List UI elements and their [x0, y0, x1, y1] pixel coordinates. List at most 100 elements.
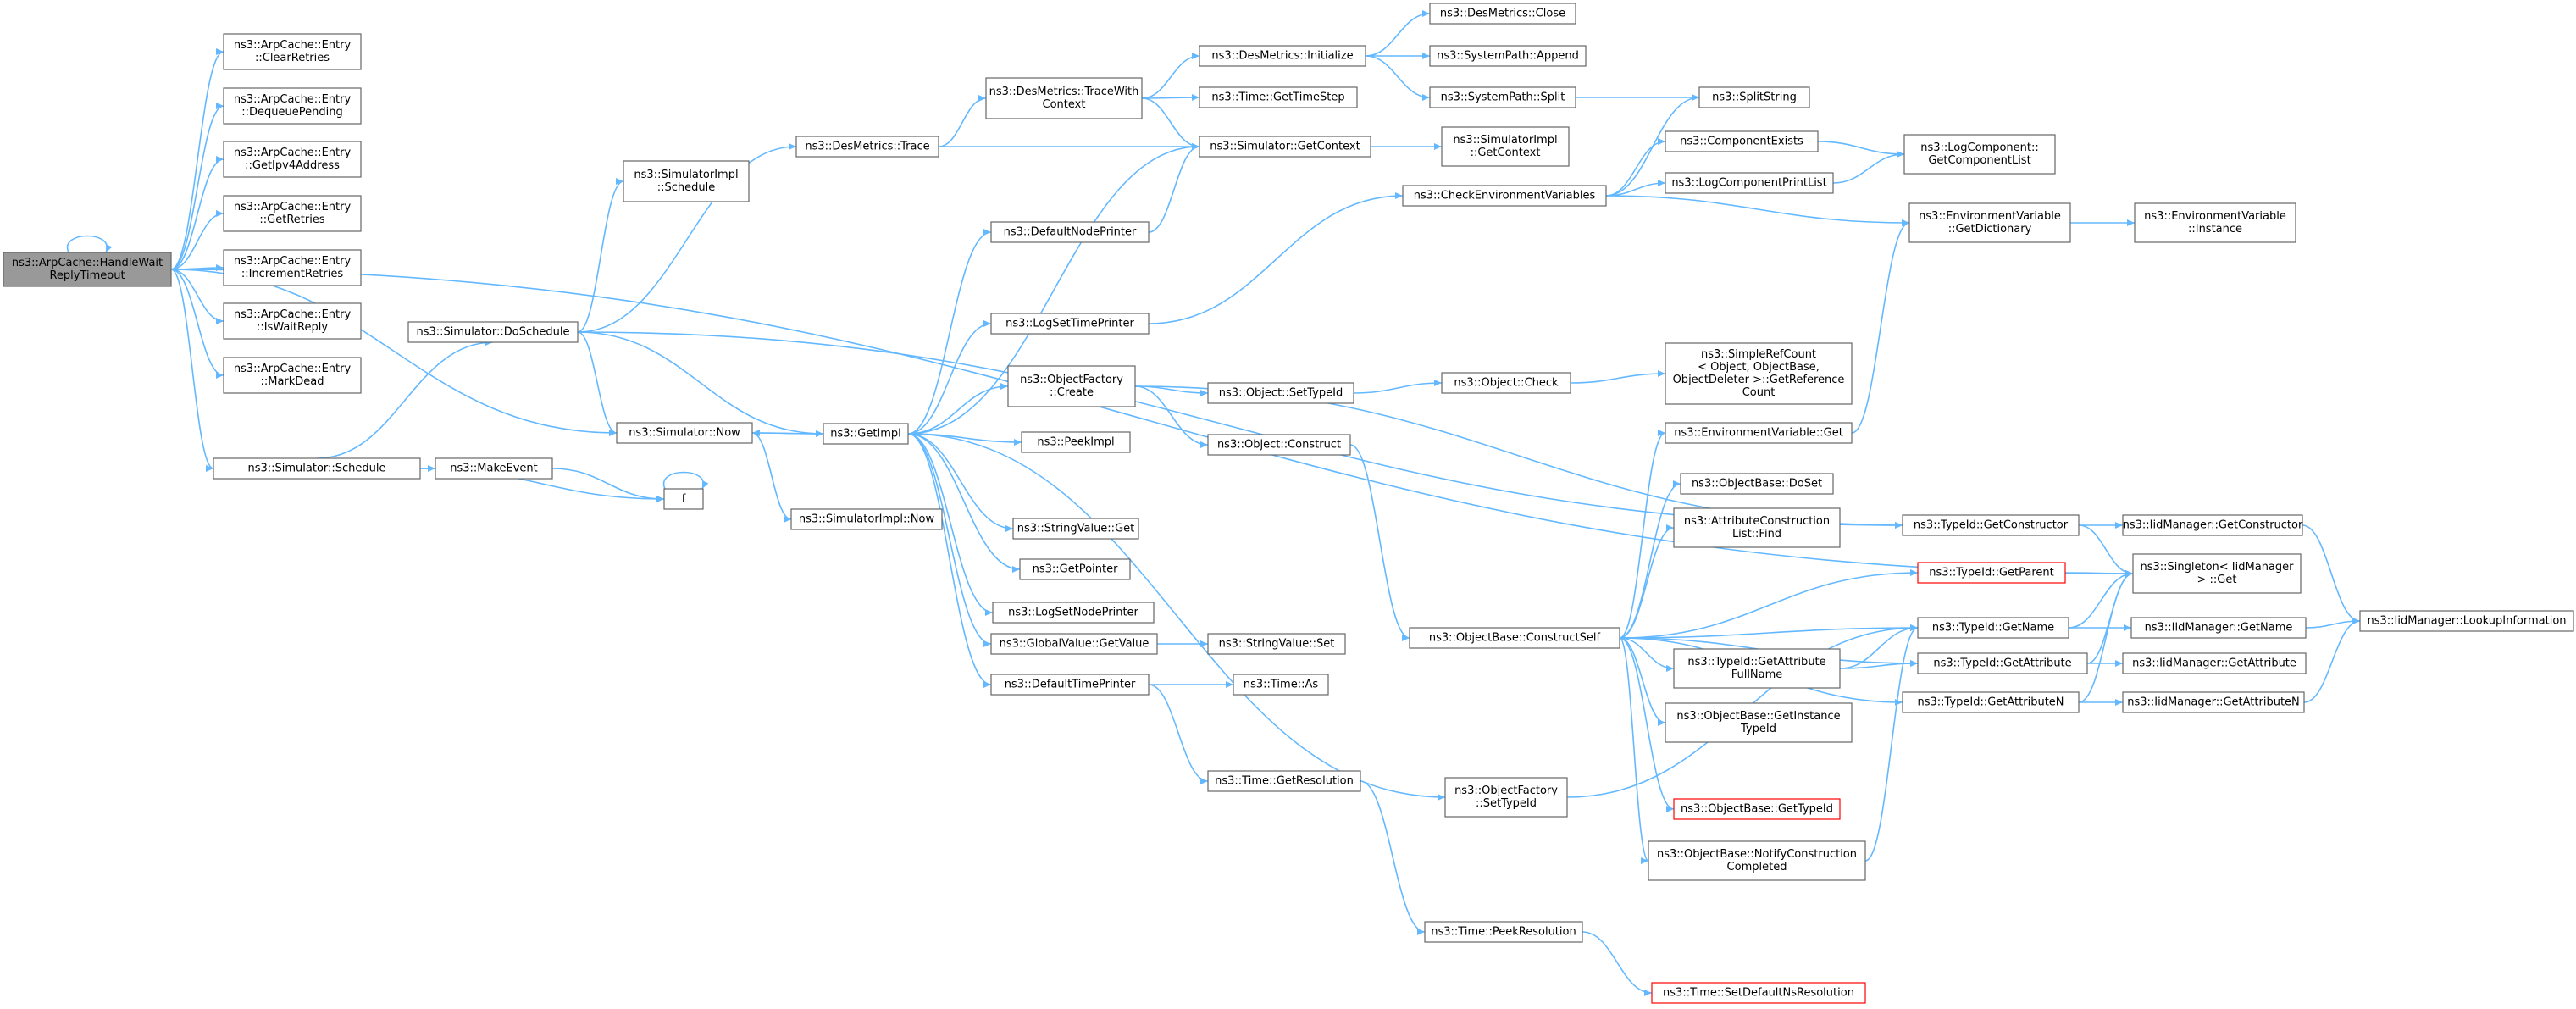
- node-implsched[interactable]: ns3::SimulatorImpl::Schedule: [623, 160, 750, 202]
- node-timeas[interactable]: ns3::Time::As: [1233, 674, 1329, 696]
- node-tgetattr[interactable]: ns3::TypeId::GetAttribute: [1917, 652, 2088, 674]
- node-peekres[interactable]: ns3::Time::PeekResolution: [1424, 921, 1583, 943]
- node-envinst[interactable]: ns3::EnvironmentVariable::Instance: [2134, 202, 2296, 243]
- node-objconstruct[interactable]: ns3::Object::Construct: [1207, 434, 1351, 456]
- node-logsetnode[interactable]: ns3::LogSetNodePrinter: [992, 602, 1155, 624]
- edge-getimpl-to-deftime: [907, 433, 992, 688]
- edge-iidattrn-to-lookup: [2303, 618, 2361, 703]
- node-tgetname[interactable]: ns3::TypeId::GetName: [1917, 617, 2069, 639]
- node-checkenv[interactable]: ns3::CheckEnvironmentVariables: [1402, 185, 1607, 207]
- node-tgetparent[interactable]: ns3::TypeId::GetParent: [1917, 562, 2066, 584]
- node-box: [1007, 365, 1136, 407]
- edge-defnode-to-getctx: [1148, 143, 1200, 233]
- node-simsched[interactable]: ns3::Simulator::Schedule: [213, 457, 421, 480]
- node-dnclose[interactable]: ns3::DesMetrics::Close: [1429, 3, 1576, 25]
- node-logsettime[interactable]: ns3::LogSetTimePrinter: [990, 313, 1150, 335]
- node-dodispose[interactable]: ns3::ObjectBase::DoSet: [1680, 473, 1834, 495]
- node-deftime[interactable]: ns3::DefaultTimePrinter: [990, 674, 1150, 696]
- node-makeevent[interactable]: ns3::MakeEvent: [435, 457, 553, 480]
- node-singleton[interactable]: ns3::Singleton< IidManager> ::Get: [2132, 553, 2302, 594]
- node-label: ns3::SplitString: [1712, 91, 1797, 104]
- edge-root-to-mark: [170, 269, 224, 379]
- node-label: ns3::LogSetNodePrinter: [1008, 607, 1138, 619]
- node-gvget[interactable]: ns3::GlobalValue::GetValue: [990, 633, 1158, 655]
- node-logcomplist[interactable]: ns3::LogComponent::GetComponentList: [1903, 134, 2056, 175]
- node-isw[interactable]: ns3::ArpCache::Entry::IsWaitReply: [223, 302, 362, 340]
- node-getret[interactable]: ns3::ArpCache::Entry::GetRetries: [223, 195, 362, 232]
- edge-constructself-to-attrfind: [1619, 524, 1675, 639]
- node-label: ns3::ObjectFactory: [1454, 784, 1558, 797]
- node-envget[interactable]: ns3::EnvironmentVariable::Get: [1665, 422, 1853, 444]
- node-defnode[interactable]: ns3::DefaultNodePrinter: [990, 221, 1150, 243]
- node-now[interactable]: ns3::Simulator::Now: [616, 422, 753, 444]
- node-tgetctor[interactable]: ns3::TypeId::GetConstructor: [1902, 514, 2080, 536]
- node-label: ns3::Singleton< IidManager: [2140, 561, 2294, 574]
- node-logprintlist[interactable]: ns3::LogComponentPrintList: [1665, 172, 1834, 194]
- node-dninit[interactable]: ns3::DesMetrics::Initialize: [1199, 45, 1366, 67]
- node-mark[interactable]: ns3::ArpCache::Entry::MarkDead: [223, 357, 362, 394]
- node-getptr[interactable]: ns3::GetPointer: [1019, 558, 1131, 580]
- node-getres[interactable]: ns3::Time::GetResolution: [1207, 770, 1361, 792]
- node-getimpl[interactable]: ns3::GetImpl: [823, 423, 909, 445]
- node-lookup[interactable]: ns3::IidManager::LookupInformation: [2359, 610, 2574, 632]
- node-constructself[interactable]: ns3::ObjectBase::ConstructSelf: [1409, 627, 1620, 649]
- node-strset[interactable]: ns3::StringValue::Set: [1207, 633, 1346, 655]
- edge-objcheck-to-refcount: [1570, 370, 1666, 384]
- node-f[interactable]: f: [663, 488, 704, 510]
- edge-constructself-to-getinsttid: [1619, 637, 1666, 726]
- node-peekimpl[interactable]: ns3::PeekImpl: [1021, 431, 1131, 453]
- node-label: ns3::Object::Construct: [1217, 439, 1341, 452]
- edge-root-to-now: [170, 269, 618, 436]
- node-box: [2122, 514, 2303, 536]
- edge-getimpl-to-now: [751, 430, 824, 437]
- node-label: ns3::LogSetTimePrinter: [1005, 318, 1134, 330]
- node-box: [616, 422, 753, 444]
- edge-tgetname-to-singleton: [2068, 570, 2134, 629]
- node-doschedule[interactable]: ns3::Simulator::DoSchedule: [407, 321, 579, 343]
- node-implnow[interactable]: ns3::SimulatorImpl::Now: [790, 508, 943, 530]
- node-setdefres[interactable]: ns3::Time::SetDefaultNsResolution: [1651, 982, 1866, 1004]
- node-envdict[interactable]: ns3::EnvironmentVariable::GetDictionary: [1908, 202, 2071, 243]
- node-label: ns3::ObjectBase::GetInstance: [1676, 710, 1840, 723]
- nodes-layer: ns3::ArpCache::HandleWaitReplyTimeoutns3…: [3, 3, 2574, 1004]
- edge-iidctor-to-lookup: [2302, 524, 2361, 624]
- node-iidctor[interactable]: ns3::IidManager::GetConstructor: [2122, 514, 2303, 536]
- node-iidattr[interactable]: ns3::IidManager::GetAttribute: [2122, 652, 2307, 674]
- node-deq[interactable]: ns3::ArpCache::Entry::DequeuePending: [223, 87, 362, 125]
- node-objcheck[interactable]: ns3::Object::Check: [1441, 372, 1571, 394]
- node-box: [223, 195, 362, 232]
- node-iidattrn[interactable]: ns3::IidManager::GetAttributeN: [2122, 691, 2305, 713]
- node-notify[interactable]: ns3::ObjectBase::NotifyConstructionCompl…: [1648, 840, 1866, 881]
- node-timestep[interactable]: ns3::Time::GetTimeStep: [1199, 86, 1358, 108]
- node-iidname[interactable]: ns3::IidManager::GetName: [2130, 617, 2307, 639]
- node-ofsettid[interactable]: ns3::ObjectFactory::SetTypeId: [1444, 777, 1568, 818]
- node-box: [223, 87, 362, 125]
- node-settypeid[interactable]: ns3::Object::SetTypeId: [1207, 382, 1354, 404]
- node-label: ns3::Time::As: [1244, 679, 1319, 691]
- node-strget[interactable]: ns3::StringValue::Get: [1012, 518, 1139, 540]
- node-box: [2122, 691, 2305, 713]
- node-getctx[interactable]: ns3::Simulator::GetContext: [1199, 136, 1371, 158]
- node-obgettid[interactable]: ns3::ObjectBase::GetTypeId: [1673, 798, 1841, 820]
- node-box: [1441, 126, 1570, 167]
- node-trace[interactable]: ns3::DesMetrics::Trace: [795, 136, 939, 158]
- node-objcreate[interactable]: ns3::ObjectFactory::Create: [1007, 365, 1136, 407]
- node-spappend[interactable]: ns3::SystemPath::Append: [1429, 45, 1587, 67]
- node-label: ns3::Simulator::DoSchedule: [416, 326, 569, 339]
- edge-tgetparent-to-singleton: [2064, 569, 2134, 577]
- node-clr[interactable]: ns3::ArpCache::Entry::ClearRetries: [223, 33, 362, 70]
- node-refcount[interactable]: ns3::SimpleRefCount< Object, ObjectBase,…: [1665, 342, 1853, 405]
- node-implgetctx[interactable]: ns3::SimulatorImpl::GetContext: [1441, 126, 1570, 167]
- node-tgetattrn[interactable]: ns3::TypeId::GetAttributeN: [1902, 691, 2080, 713]
- node-inc[interactable]: ns3::ArpCache::Entry::IncrementRetries: [223, 249, 362, 286]
- node-splitstring[interactable]: ns3::SplitString: [1698, 86, 1810, 108]
- edge-doschedule-to-implsched: [577, 178, 624, 333]
- node-getip[interactable]: ns3::ArpCache::Entry::GetIpv4Address: [223, 141, 362, 178]
- node-spsplit[interactable]: ns3::SystemPath::Split: [1429, 86, 1576, 108]
- node-compexists[interactable]: ns3::ComponentExists: [1665, 130, 1819, 152]
